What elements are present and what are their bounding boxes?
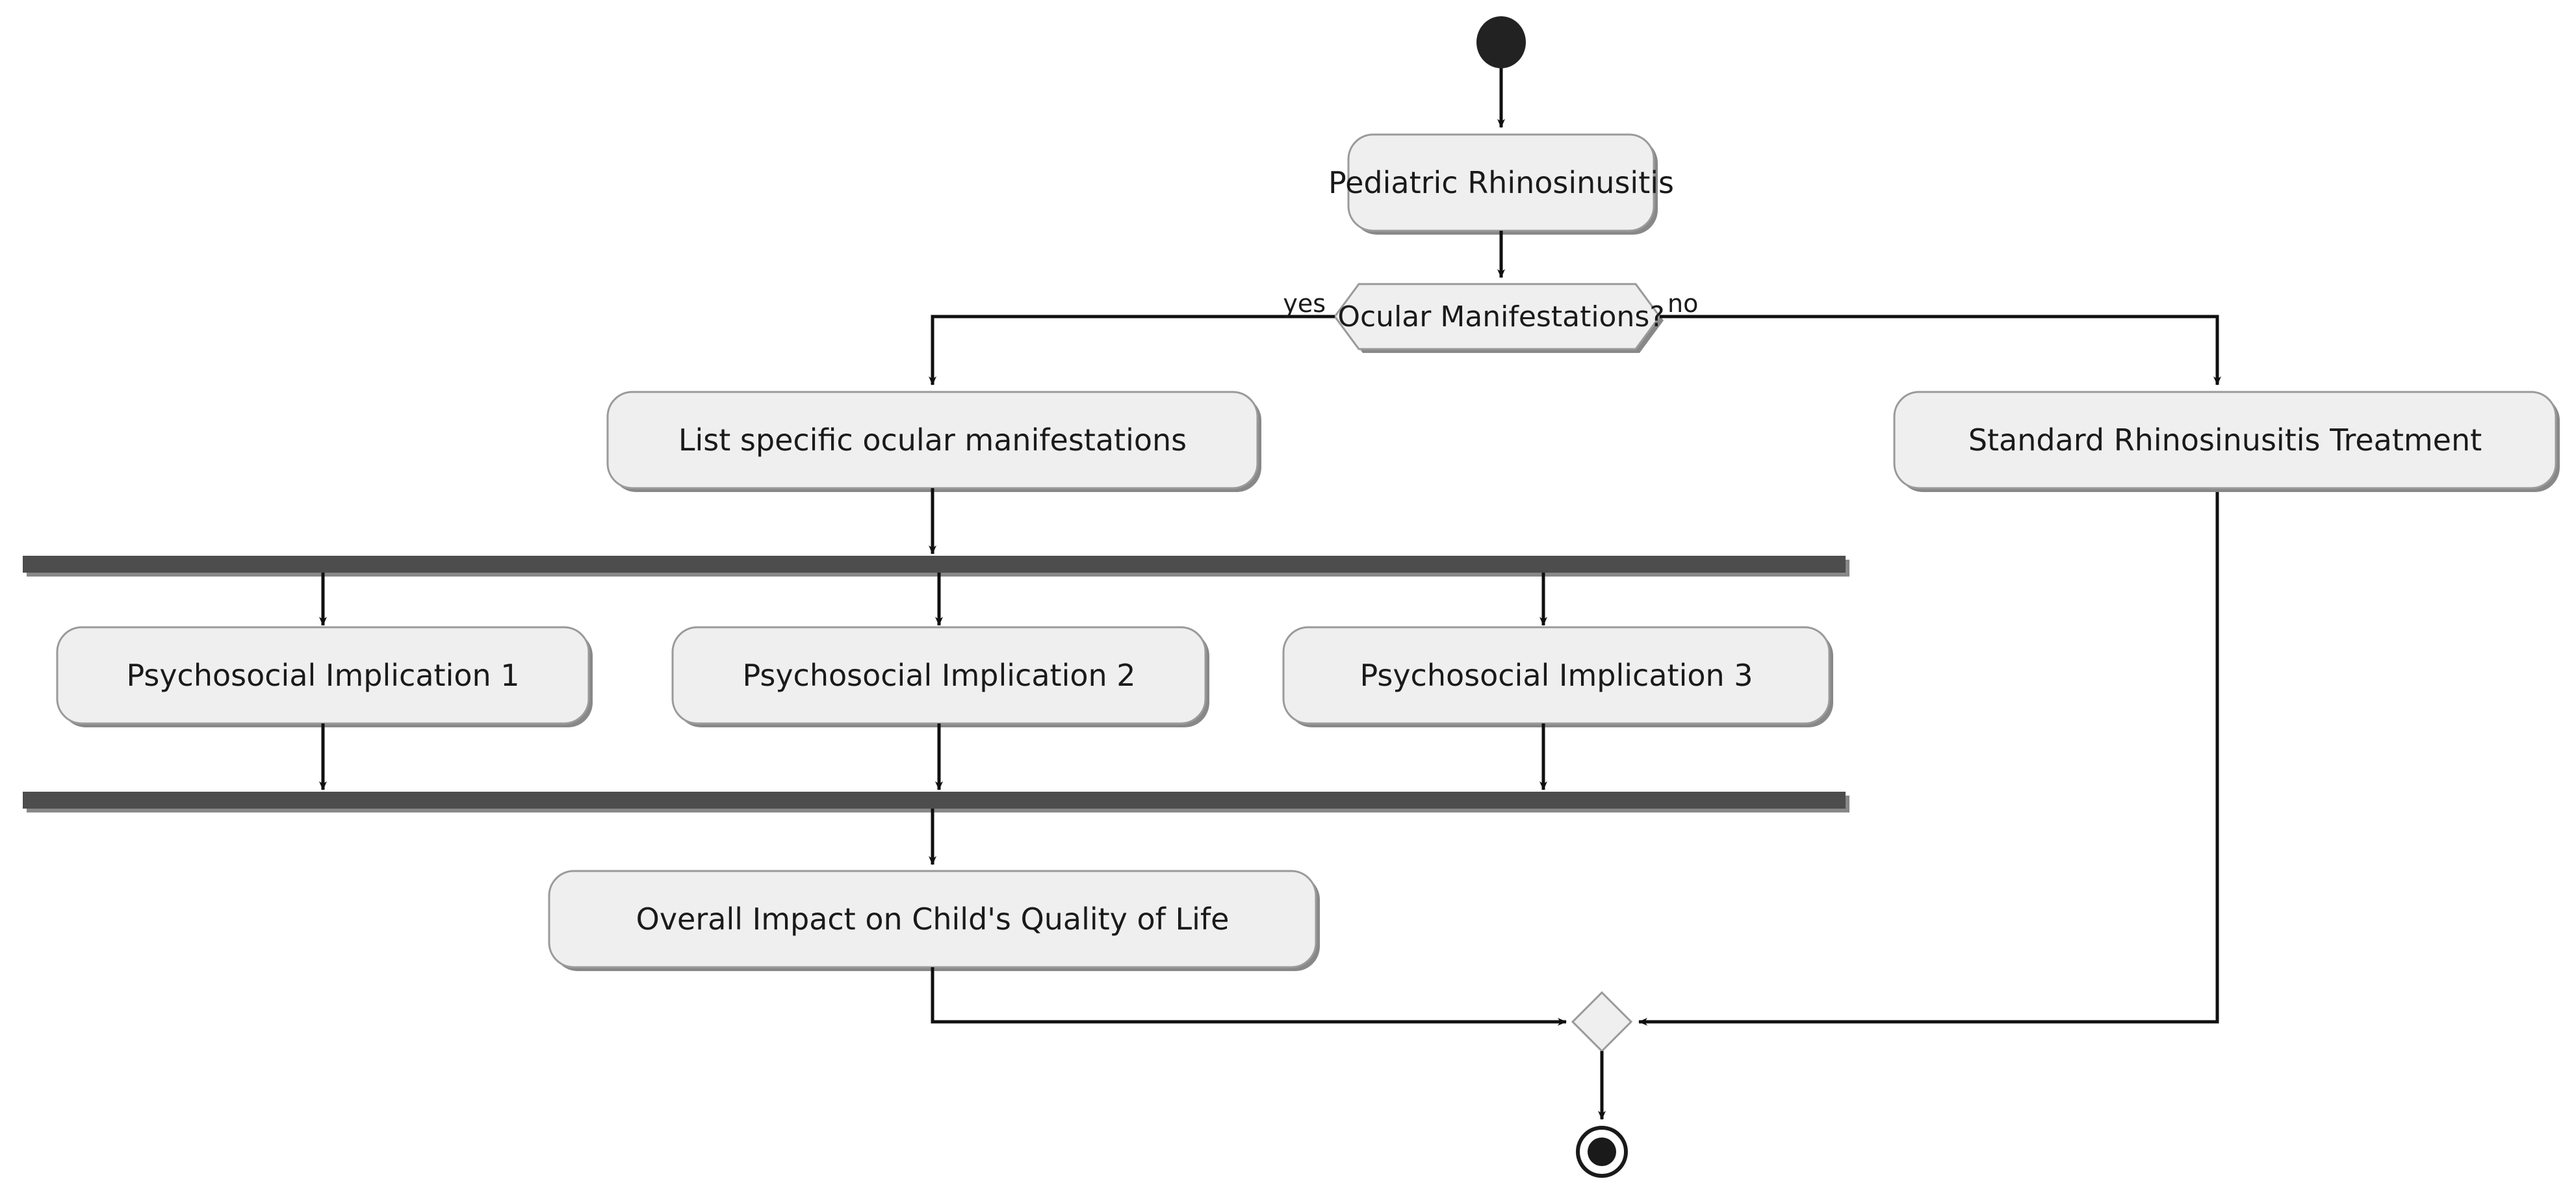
activity-node-pediatric-rhinosinusitis[interactable] <box>1347 133 1658 235</box>
edge-decision-yes <box>929 315 1335 385</box>
decision-node-ocular-manifestations[interactable] <box>1333 283 1664 353</box>
activity-node-psychosocial-implication-3[interactable] <box>1282 626 1833 727</box>
activity-node-standard-treatment[interactable] <box>1893 391 2560 492</box>
activity-node-psychosocial-implication-1[interactable] <box>56 626 593 727</box>
edge-no-to-merge <box>1638 492 2219 1026</box>
edge-final-to-merge <box>931 967 1567 1026</box>
join-bar <box>23 792 1849 812</box>
edge-decision-no <box>1660 315 2221 385</box>
end-node <box>1576 1126 1628 1178</box>
activity-node-overall-impact[interactable] <box>548 870 1320 971</box>
activity-node-list-ocular-manifestations[interactable] <box>606 391 1261 492</box>
start-node <box>1476 16 1526 68</box>
activity-node-psychosocial-implication-2[interactable] <box>671 626 1209 727</box>
fork-bar <box>23 556 1849 577</box>
merge-diamond <box>1571 991 1633 1053</box>
